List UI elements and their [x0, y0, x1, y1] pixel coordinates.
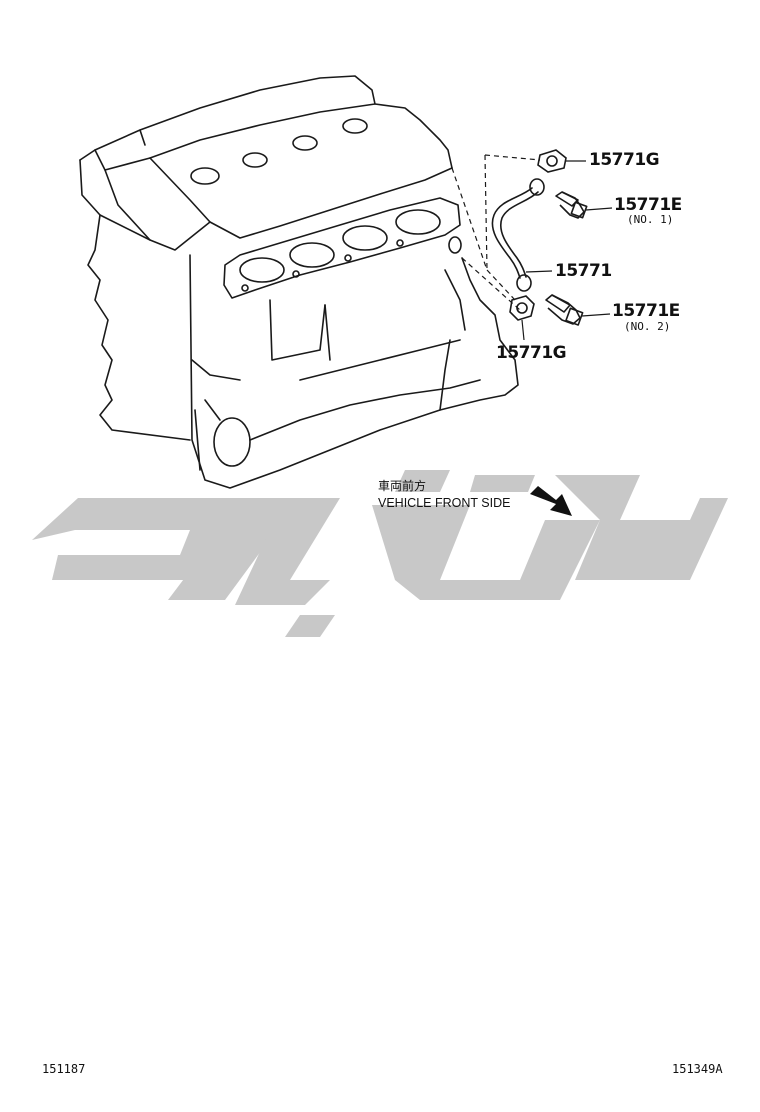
engine-block [79, 75, 519, 489]
gasket-bottom [509, 295, 535, 321]
union-bolt-no1 [555, 191, 588, 219]
part-label-15771g-bottom: 15771G [496, 343, 567, 363]
gasket-top [537, 149, 567, 173]
part-label-15771: 15771 [555, 261, 612, 281]
front-arrow-icon [530, 486, 572, 516]
part-label-15771g-top: 15771G [589, 150, 660, 170]
vehicle-front-japanese: 車両前方 [378, 479, 427, 493]
leader-lines [451, 154, 541, 311]
footer-left-code: 151187 [42, 1062, 86, 1076]
vehicle-front-english: VEHICLE FRONT SIDE [378, 496, 511, 510]
watermark-logo [32, 470, 728, 637]
label-leaders [521, 160, 613, 341]
part-label-15771e-no1: 15771E [614, 195, 682, 215]
union-bolt-no2 [545, 294, 584, 326]
part-label-15771e-no2: 15771E [612, 301, 680, 321]
part-sublabel-no2: (NO. 2) [624, 320, 671, 333]
oil-pipe [491, 178, 545, 292]
footer-right-code: 151349A [672, 1062, 723, 1076]
part-sublabel-no1: (NO. 1) [627, 213, 674, 226]
